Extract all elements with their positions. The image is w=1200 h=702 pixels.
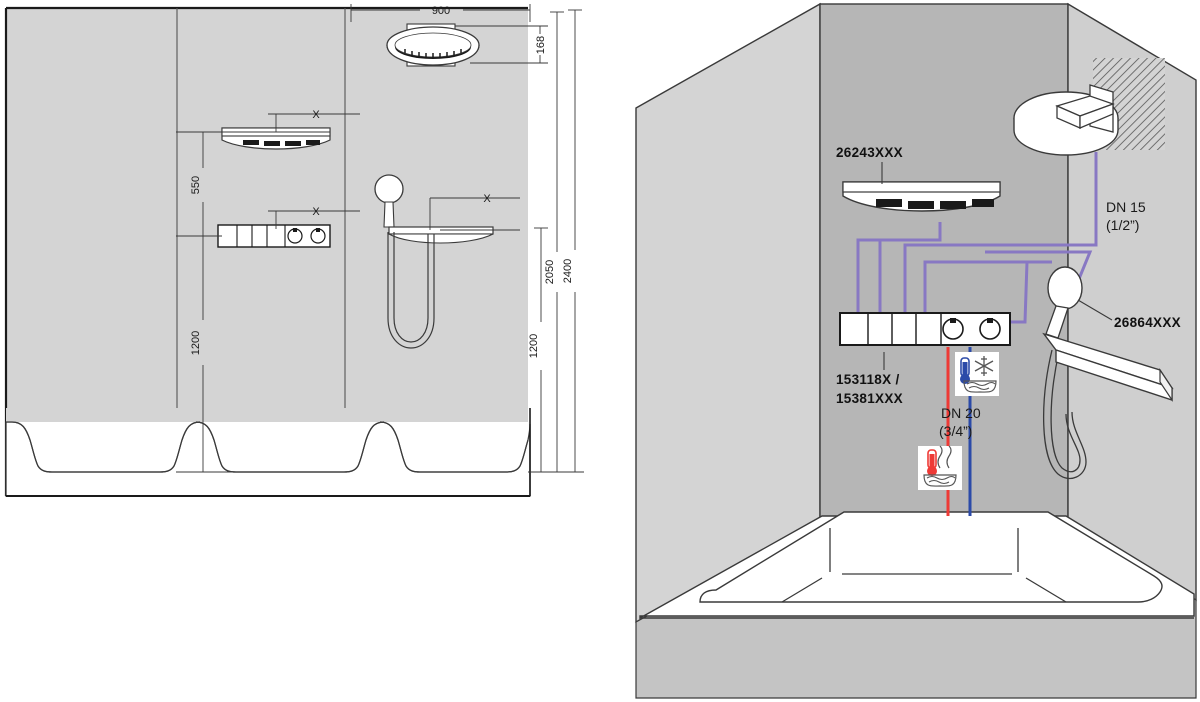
- pipe-label-dn15-line2: (1/2”): [1106, 217, 1139, 233]
- dimension-right-stack: [528, 9, 584, 473]
- dimension-1200-left-label: 1200: [190, 331, 202, 355]
- elevation-walls: [4, 6, 528, 496]
- hand-shower: [374, 174, 494, 349]
- elevation-leader-lines: [268, 113, 520, 231]
- pipe-label-dn20-line1: DN 20: [941, 405, 981, 421]
- dimension-900: [350, 4, 531, 22]
- callout-x-bodyspray: X: [312, 109, 320, 121]
- side-wall: [635, 2, 821, 624]
- shelf-bar: [1042, 332, 1174, 402]
- hot-water-supply-icon: [918, 445, 962, 490]
- product-code-handshower: 26864XXX: [1114, 315, 1181, 330]
- dimension-550-label: 550: [190, 176, 202, 194]
- overhead-shower: [1013, 84, 1119, 156]
- dimension-2050-label: 2050: [544, 260, 556, 284]
- hand-shower: [1043, 266, 1087, 479]
- control-module: [839, 312, 1011, 346]
- shower-tray: [5, 408, 531, 497]
- dimension-900-label: 900: [432, 5, 450, 17]
- callout-x-handshower: X: [483, 193, 491, 205]
- cold-water-supply-icon: [955, 352, 999, 396]
- dimension-168-label: 168: [535, 36, 547, 54]
- overhead-shower: [386, 23, 480, 67]
- pipe-label-dn20-line2: (3/4”): [939, 423, 972, 439]
- dimension-550: [176, 131, 330, 237]
- perspective-leader-lines: [881, 162, 1113, 370]
- pipe-label-dn15-line1: DN 15: [1106, 199, 1146, 215]
- control-module: [217, 224, 331, 248]
- dimension-1200-right-label: 1200: [528, 334, 540, 358]
- product-code-bodyspray: 26243XXX: [836, 145, 903, 160]
- product-code-control-line2: 15381XXX: [836, 391, 903, 406]
- body-spray-panel: [842, 181, 1001, 212]
- perspective-view: 26243XXX 153118X / 15381XXX 26864XXX DN …: [635, 2, 1197, 699]
- bathtub: [639, 511, 1195, 620]
- dimension-168: [455, 25, 548, 64]
- dimension-2400-label: 2400: [562, 259, 574, 283]
- product-code-control-line1: 153118X /: [836, 372, 900, 387]
- dimension-1200-left: [176, 236, 240, 473]
- callout-x-control: X: [312, 206, 320, 218]
- elevation-view: X X X 900 168 550: [4, 4, 584, 497]
